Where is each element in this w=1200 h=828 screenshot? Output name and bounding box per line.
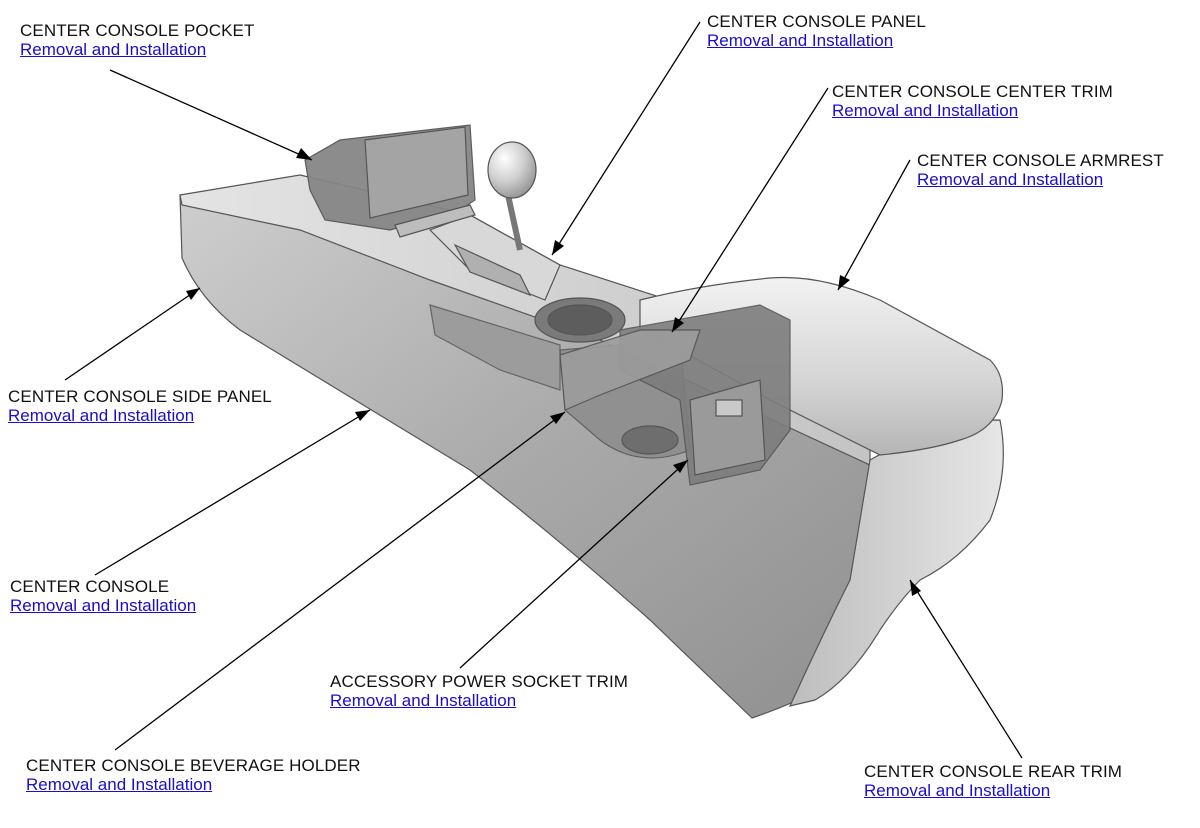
console-illustration: [179, 124, 1004, 719]
arrowhead-beverage-holder: [550, 412, 565, 424]
leader-side-panel: [64, 287, 201, 381]
side-panel-recess: [429, 304, 561, 391]
center-trim-shape: [559, 329, 701, 411]
callout-title: CENTER CONSOLE POCKET: [20, 21, 255, 40]
arrowhead-center-trim: [672, 317, 684, 332]
removal-installation-link[interactable]: Removal and Installation: [10, 596, 197, 615]
callout-title: CENTER CONSOLE BEVERAGE HOLDER: [26, 756, 361, 775]
callout-center-console-beverage-holder: CENTER CONSOLE BEVERAGE HOLDER Removal a…: [26, 756, 361, 794]
callout-title: CENTER CONSOLE REAR TRIM: [864, 762, 1123, 781]
leader-pocket: [109, 69, 313, 161]
arrowhead-armrest: [838, 275, 850, 290]
removal-installation-link[interactable]: Removal and Installation: [917, 170, 1104, 189]
arrowhead-side-panel: [186, 288, 200, 300]
arrowhead-pocket: [296, 148, 312, 160]
callout-center-console-pocket: CENTER CONSOLE POCKET Removal and Instal…: [20, 21, 254, 59]
callout-title: CENTER CONSOLE PANEL: [707, 12, 926, 31]
removal-installation-link[interactable]: Removal and Installation: [832, 101, 1019, 120]
removal-installation-link[interactable]: Removal and Installation: [26, 775, 213, 794]
callout-center-console-center-trim: CENTER CONSOLE CENTER TRIM Removal and I…: [832, 82, 1113, 120]
rear-trim-shape: [788, 419, 1004, 707]
removal-installation-link[interactable]: Removal and Installation: [707, 31, 894, 50]
leader-armrest: [837, 159, 911, 291]
callout-title: ACCESSORY POWER SOCKET TRIM: [330, 672, 629, 691]
leader-power-socket: [459, 459, 689, 669]
removal-installation-link[interactable]: Removal and Installation: [20, 40, 207, 59]
callout-accessory-power-socket-trim: ACCESSORY POWER SOCKET TRIM Removal and …: [330, 672, 628, 710]
leader-rear-trim: [909, 579, 1023, 759]
callout-center-console: CENTER CONSOLE Removal and Installation: [10, 577, 196, 615]
leader-beverage-holder: [114, 411, 566, 751]
removal-installation-link[interactable]: Removal and Installation: [864, 781, 1051, 800]
callout-center-console-armrest: CENTER CONSOLE ARMREST Removal and Insta…: [917, 151, 1164, 189]
arrowhead-console: [355, 410, 370, 421]
shift-lever: [505, 194, 523, 251]
removal-installation-link[interactable]: Removal and Installation: [330, 691, 517, 710]
callout-center-console-rear-trim: CENTER CONSOLE REAR TRIM Removal and Ins…: [864, 762, 1122, 800]
arrowhead-rear-trim: [910, 580, 921, 596]
callout-title: CENTER CONSOLE SIDE PANEL: [8, 387, 272, 406]
shift-knob: [487, 141, 537, 199]
callout-title: CENTER CONSOLE ARMREST: [917, 151, 1164, 170]
callout-title: CENTER CONSOLE: [10, 577, 170, 596]
arrowhead-panel: [552, 240, 564, 255]
leader-lines: [64, 21, 1023, 759]
callout-center-console-panel: CENTER CONSOLE PANEL Removal and Install…: [707, 12, 926, 50]
leader-console: [94, 409, 371, 576]
leader-panel: [551, 21, 701, 256]
callout-title: CENTER CONSOLE CENTER TRIM: [832, 82, 1113, 101]
callout-center-console-side-panel: CENTER CONSOLE SIDE PANEL Removal and In…: [8, 387, 272, 425]
removal-installation-link[interactable]: Removal and Installation: [8, 406, 195, 425]
arrowhead-power-socket: [673, 460, 688, 473]
leader-center-trim: [671, 87, 829, 333]
